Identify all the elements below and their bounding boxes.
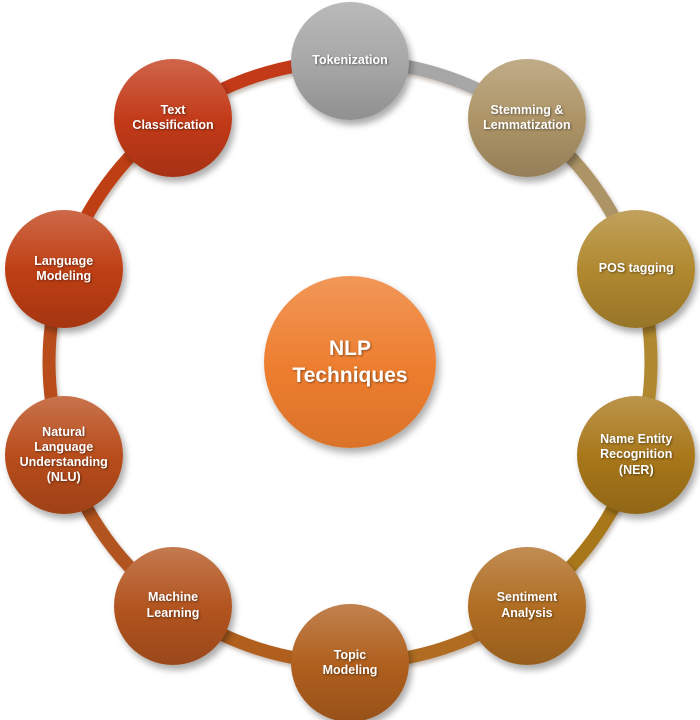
node-stemming-lemmatization-label: Stemming & Lemmatization [483, 103, 571, 133]
node-language-modeling: Language Modeling [4, 209, 123, 328]
node-machine-learning-label: Machine Learning [146, 590, 200, 620]
node-stemming-lemmatization: Stemming & Lemmatization [467, 59, 586, 178]
node-sentiment-analysis: Sentiment Analysis [467, 546, 586, 665]
node-pos-tagging: POS tagging [577, 209, 696, 328]
node-name-entity-recognition-label: Name Entity Recognition (NER) [600, 432, 673, 477]
node-text-classification: Text Classification [114, 59, 233, 178]
node-topic-modeling: Topic Modeling [291, 604, 409, 720]
center-node-label: NLP Techniques [292, 336, 408, 387]
node-sentiment-analysis-label: Sentiment Analysis [496, 590, 558, 620]
node-tokenization: Tokenization [291, 2, 409, 120]
node-machine-learning: Machine Learning [114, 546, 233, 665]
node-natural-language-understanding: Natural Language Understanding (NLU) [4, 396, 123, 514]
center-node-nlp-techniques: NLP Techniques [264, 276, 436, 448]
node-language-modeling-label: Language Modeling [34, 253, 94, 283]
node-pos-tagging-label: POS tagging [598, 261, 674, 276]
node-name-entity-recognition: Name Entity Recognition (NER) [577, 396, 696, 514]
node-topic-modeling-label: Topic Modeling [322, 647, 378, 677]
node-text-classification-label: Text Classification [132, 103, 214, 133]
node-tokenization-label: Tokenization [312, 53, 388, 68]
node-natural-language-understanding-label: Natural Language Understanding (NLU) [19, 424, 108, 485]
